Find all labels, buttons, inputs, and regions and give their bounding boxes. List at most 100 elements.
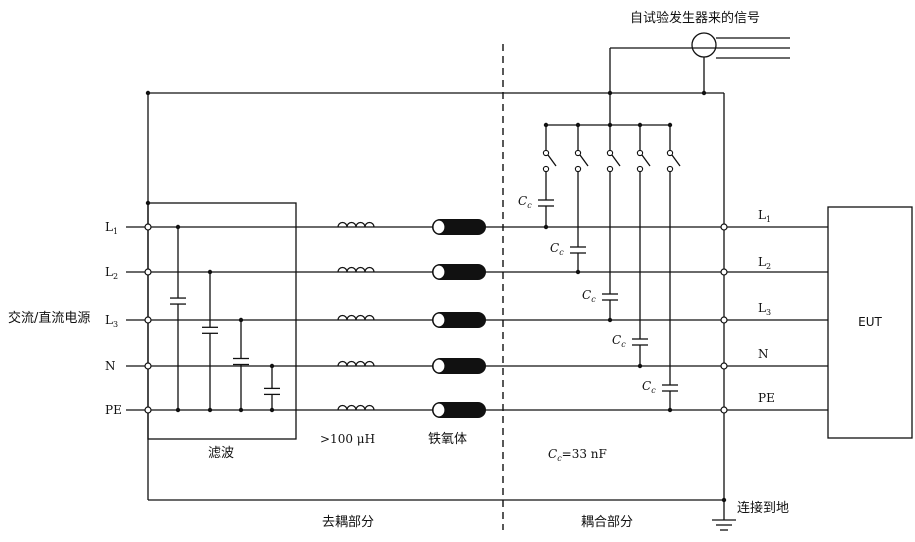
output-label-3: L3	[758, 301, 771, 317]
junction-dot	[575, 269, 581, 275]
junction-dot	[637, 363, 643, 369]
ferrite-bead	[432, 312, 486, 328]
input-label-1: L1	[105, 220, 118, 236]
junction-dot	[269, 363, 275, 369]
line-name: PE	[105, 403, 122, 417]
line-name: PE	[758, 391, 775, 405]
switch-blade	[611, 154, 621, 167]
line-subscript: 3	[113, 320, 118, 329]
input-label-2: L2	[105, 265, 118, 281]
line-subscript: 1	[766, 215, 771, 224]
line-subscript: 2	[113, 272, 118, 281]
junction-dot	[145, 90, 151, 96]
junction-dot	[575, 122, 581, 128]
switch-blade	[641, 154, 651, 167]
junction-dot	[637, 122, 643, 128]
ferrite-bead-end	[432, 402, 446, 418]
inductor-value-label: >100 μH	[320, 432, 375, 446]
line-name: L	[105, 220, 113, 234]
ground-symbol	[712, 93, 736, 531]
line-name: L	[105, 265, 113, 279]
coupling-cap-label: Cc	[642, 379, 656, 395]
inductor-coil	[337, 404, 375, 411]
junction-dot	[667, 122, 673, 128]
ferrite-bead	[432, 402, 486, 418]
output-terminal	[720, 268, 728, 276]
ferrite-beads	[432, 219, 486, 418]
ferrite-bead	[432, 358, 486, 374]
output-terminal	[720, 223, 728, 231]
filter-box	[147, 202, 297, 440]
ferrite-bead	[432, 264, 486, 280]
switch-contact	[542, 165, 550, 173]
junction-dot	[238, 317, 244, 323]
switch-contact	[636, 165, 644, 173]
input-label-3: L3	[105, 313, 118, 329]
ferrite-bead-end	[432, 312, 446, 328]
switch-contact	[574, 165, 582, 173]
input-label-4: N	[105, 359, 116, 373]
output-terminal	[720, 406, 728, 414]
junction-dot	[269, 407, 275, 413]
junction-dot	[543, 224, 549, 230]
junction-dot	[207, 269, 213, 275]
signal-transformer	[609, 32, 790, 93]
eut-box	[827, 206, 913, 439]
output-label-2: L2	[758, 255, 771, 271]
cap-symbol: C	[582, 288, 591, 302]
switch-blade	[579, 154, 589, 167]
line-name: N	[758, 347, 769, 361]
switch-blade	[547, 154, 557, 167]
coupling-cap-label: Cc	[550, 241, 564, 257]
signal-source-label: 自试验发生器来的信号	[630, 10, 760, 26]
switch-bus	[546, 93, 670, 126]
eut-label: EUT	[858, 315, 882, 329]
input-terminal	[144, 223, 152, 231]
line-name: L	[758, 301, 766, 315]
cap-symbol: C	[518, 194, 527, 208]
junction-dot	[145, 200, 151, 206]
filter-label: 滤波	[208, 446, 234, 461]
cap-symbol: C	[642, 379, 651, 393]
input-terminal	[144, 316, 152, 324]
switch-contact	[606, 165, 614, 173]
junction-dot	[607, 122, 613, 128]
ferrite-bead	[432, 219, 486, 235]
output-terminal	[720, 362, 728, 370]
switch-contact	[666, 149, 674, 157]
output-label-5: PE	[758, 391, 775, 405]
line-subscript: 1	[113, 227, 118, 236]
line-name: N	[105, 359, 116, 373]
line-subscript: 3	[766, 308, 771, 317]
output-label-1: L1	[758, 208, 771, 224]
output-label-4: N	[758, 347, 769, 361]
ferrite-label: 铁氧体	[428, 432, 467, 447]
capacitance-note: Cc=33 nF	[548, 447, 607, 463]
cap-symbol: C	[612, 333, 621, 347]
switch-contact	[666, 165, 674, 173]
junction-dot	[667, 407, 673, 413]
ferrite-bead-end	[432, 264, 446, 280]
junction-dot	[175, 407, 181, 413]
input-terminal	[144, 268, 152, 276]
input-terminal	[144, 362, 152, 370]
cap-symbol: C	[550, 241, 559, 255]
coupling-label: 耦合部分	[581, 515, 633, 530]
switch-contact	[636, 149, 644, 157]
junction-dot	[607, 90, 613, 96]
inductor-coil	[337, 314, 375, 321]
switch-contact	[542, 149, 550, 157]
cap-subscript: c	[527, 201, 532, 210]
input-label-5: PE	[105, 403, 122, 417]
filter-capacitors	[170, 227, 280, 410]
junction-dot	[207, 407, 213, 413]
switch-contact	[606, 149, 614, 157]
junction-dot	[607, 317, 613, 323]
output-terminal	[720, 316, 728, 324]
ferrite-bead-end	[432, 219, 446, 235]
cap-subscript: c	[651, 386, 656, 395]
cap-subscript: c	[621, 340, 626, 349]
